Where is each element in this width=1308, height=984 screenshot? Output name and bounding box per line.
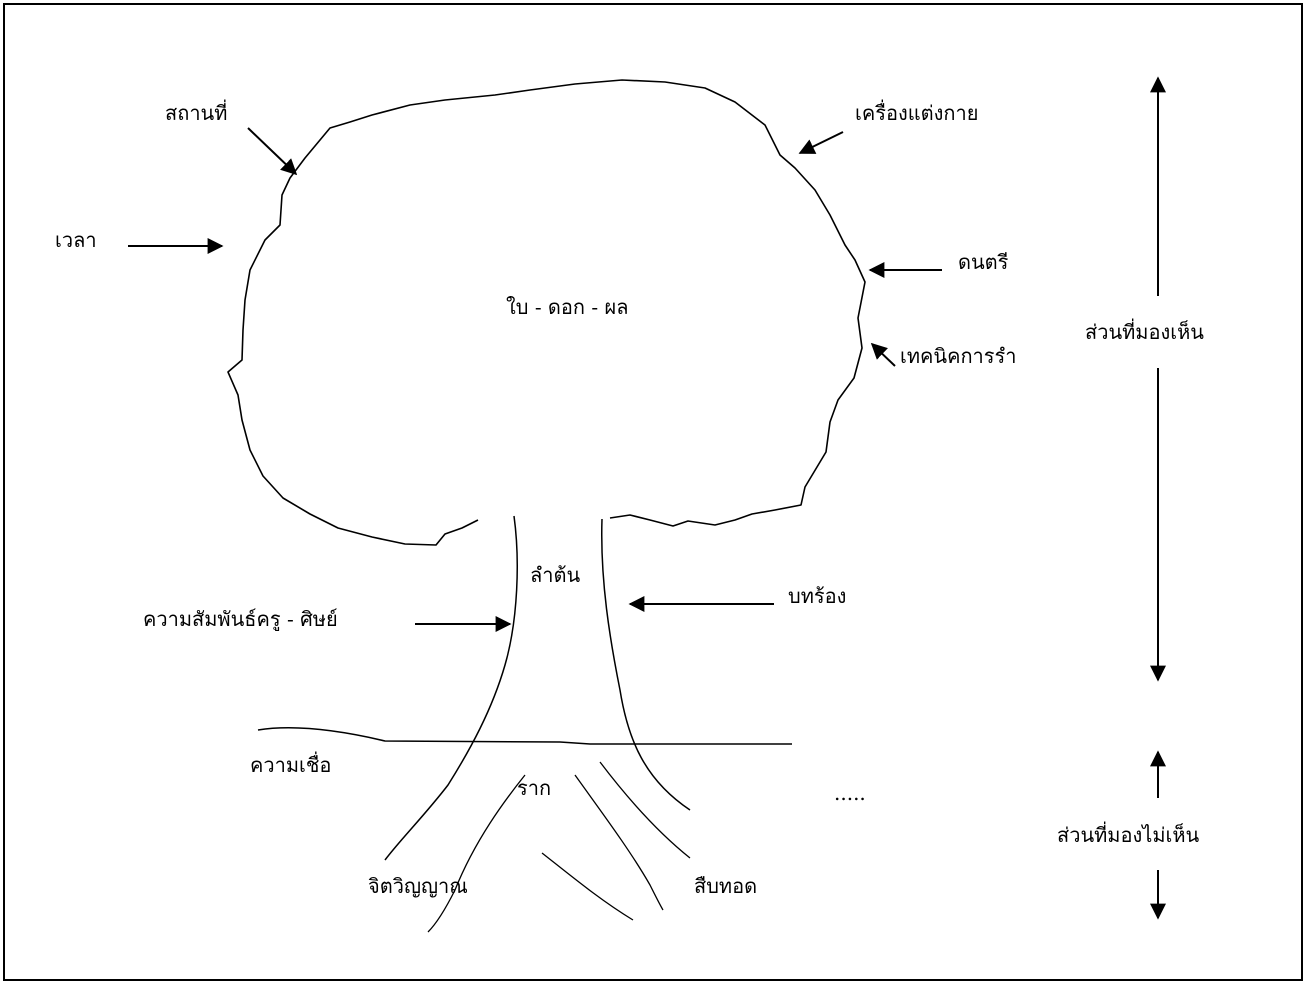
label-teacher-student-relationship: ความสัมพันธ์ครู - ศิษย์ — [143, 606, 338, 632]
root-line — [542, 853, 633, 920]
label-dance-technique: เทคนิคการรำ — [900, 343, 1017, 369]
ground-line — [258, 728, 792, 744]
label-spirit: จิตวิญญาณ — [368, 873, 468, 899]
trunk-right-edge — [602, 519, 690, 810]
label-invisible-part: ส่วนที่มองไม่เห็น — [1057, 822, 1199, 848]
place-arrow — [248, 128, 296, 174]
label-more: ..... — [834, 780, 866, 806]
label-inheritance: สืบทอด — [694, 873, 757, 899]
label-costume: เครื่องแต่งกาย — [855, 100, 978, 126]
label-time: เวลา — [55, 227, 97, 253]
root-line — [428, 775, 525, 932]
costume-arrow — [800, 132, 843, 153]
label-music: ดนตรี — [958, 249, 1008, 275]
trunk-left-edge — [385, 516, 517, 860]
label-belief: ความเชื่อ — [250, 752, 331, 778]
dance-technique-arrow — [872, 344, 895, 366]
label-visible-part: ส่วนที่มองเห็น — [1085, 319, 1204, 345]
label-place: สถานที่ — [165, 100, 227, 126]
label-root: ราก — [517, 775, 551, 801]
label-leaves-flowers-fruit: ใบ - ดอก - ผล — [506, 294, 629, 320]
label-lyrics: บทร้อง — [788, 583, 846, 609]
root-line — [600, 762, 690, 858]
label-trunk: ลำต้น — [530, 562, 580, 588]
